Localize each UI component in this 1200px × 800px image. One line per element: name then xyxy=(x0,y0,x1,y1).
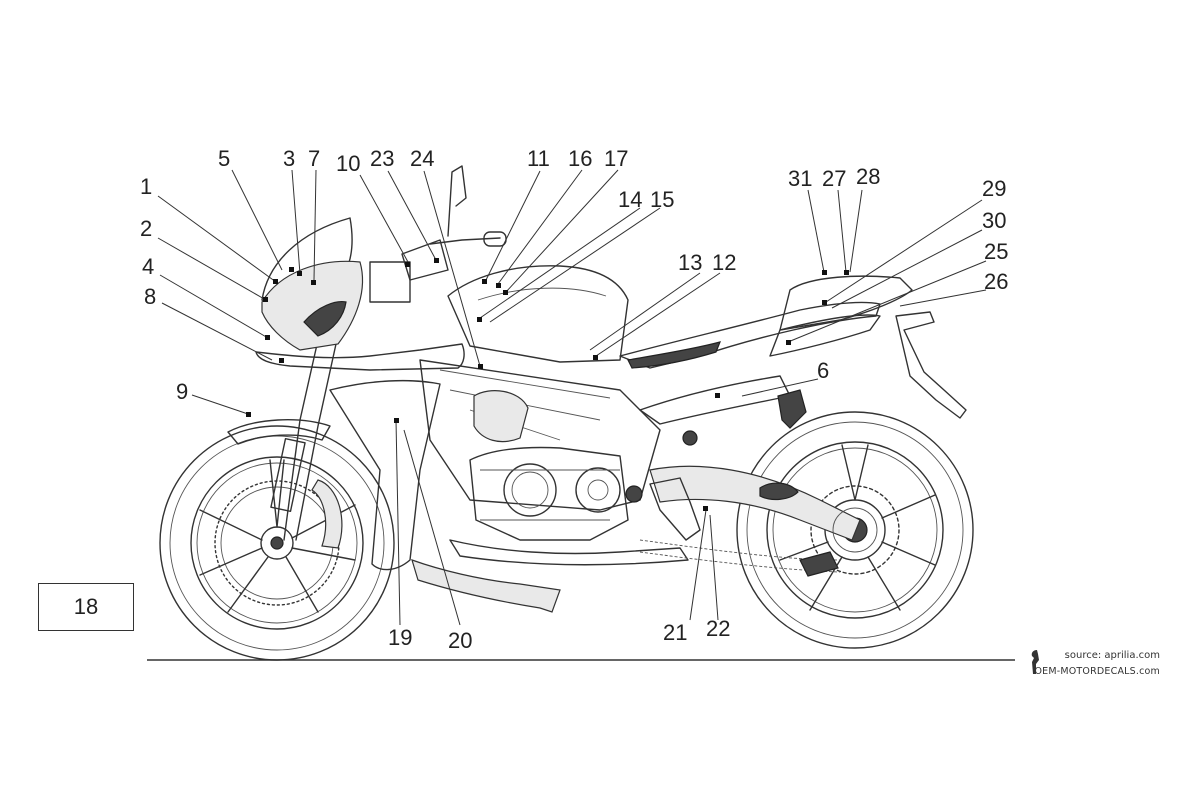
front-fork xyxy=(283,339,337,541)
callout-1: 1 xyxy=(140,174,152,199)
instrument-cluster xyxy=(369,261,411,303)
engine xyxy=(469,446,629,541)
swingarm xyxy=(649,465,861,541)
marker-21-22 xyxy=(703,506,708,511)
callout-2: 2 xyxy=(140,216,152,241)
leader-lines xyxy=(157,169,987,626)
mirror xyxy=(447,165,467,237)
marker-5 xyxy=(289,267,294,272)
callout-4: 4 xyxy=(142,254,154,279)
front-fairing xyxy=(261,260,364,351)
callout-31: 31 xyxy=(788,166,812,191)
license-plate-holder xyxy=(895,311,967,419)
marker-8 xyxy=(279,358,284,363)
footpeg-bracket xyxy=(649,477,701,541)
brake-caliper xyxy=(311,479,343,549)
callout-13: 13 xyxy=(678,250,702,275)
callout-27: 27 xyxy=(822,166,846,191)
callout-23: 23 xyxy=(370,146,394,171)
rear-sprocket xyxy=(832,507,878,553)
marker-7 xyxy=(311,280,316,285)
side-fairing-lower xyxy=(329,379,441,571)
callout-6: 6 xyxy=(817,358,829,383)
callout-5: 5 xyxy=(218,146,230,171)
exhaust xyxy=(449,539,689,566)
marker-2 xyxy=(263,297,268,302)
callout-11: 11 xyxy=(527,146,550,171)
callout-21: 21 xyxy=(663,620,687,645)
callout-15: 15 xyxy=(650,187,674,212)
front-wheel xyxy=(159,425,395,661)
marker-16 xyxy=(496,283,501,288)
callout-24: 24 xyxy=(410,146,434,171)
marker-4 xyxy=(265,335,270,340)
marker-9 xyxy=(246,412,251,417)
callout-14: 14 xyxy=(618,187,642,212)
callout-7: 7 xyxy=(308,146,320,171)
callout-16: 16 xyxy=(568,146,592,171)
callout-30: 30 xyxy=(982,208,1006,233)
seat xyxy=(619,301,881,369)
fuel-tank xyxy=(447,265,629,363)
marker-19 xyxy=(394,418,399,423)
marker-25 xyxy=(786,340,791,345)
marker-29-30 xyxy=(822,300,827,305)
location-markers xyxy=(246,258,849,511)
marker-12-13 xyxy=(593,355,598,360)
headlight xyxy=(303,301,347,337)
callout-29: 29 xyxy=(982,176,1006,201)
marker-10 xyxy=(405,262,410,267)
marker-31 xyxy=(822,270,827,275)
motorcycle-drawing xyxy=(159,165,974,661)
callout-20: 20 xyxy=(448,628,472,653)
callout-10: 10 xyxy=(336,151,360,176)
belly-pan xyxy=(411,559,561,613)
side-fairing-upper xyxy=(255,343,465,371)
frame xyxy=(419,359,661,511)
callout-8: 8 xyxy=(144,284,156,309)
marker-6 xyxy=(715,393,720,398)
callout-22: 22 xyxy=(706,616,730,641)
callout-19: 19 xyxy=(388,625,412,650)
callout-12: 12 xyxy=(712,250,736,275)
marker-27-28 xyxy=(844,270,849,275)
marker-11 xyxy=(482,279,487,284)
tail-side-panel xyxy=(639,375,791,425)
marker-14-15 xyxy=(477,317,482,322)
callout-26: 26 xyxy=(984,269,1008,294)
marker-23 xyxy=(434,258,439,263)
marker-17 xyxy=(503,290,508,295)
credit-site-text: OEM-MOTORDECALS.com xyxy=(1034,666,1160,677)
marker-3 xyxy=(297,271,302,276)
credit-source-text: source: aprilia.com xyxy=(1064,650,1160,661)
callout-9: 9 xyxy=(176,379,188,404)
callout-labels: 1 2 3 4 5 6 7 8 9 10 11 12 13 14 15 16 1… xyxy=(140,146,1008,653)
callout-17: 17 xyxy=(604,146,628,171)
reference-box-label: 18 xyxy=(73,594,99,619)
rearing-horse-logo-icon xyxy=(1031,650,1039,674)
marker-24 xyxy=(478,364,483,369)
source-credit: source: aprilia.com OEM-MOTORDECALS.com xyxy=(1028,648,1168,680)
callout-3: 3 xyxy=(283,146,295,171)
reference-box-18: 18 xyxy=(38,583,134,631)
front-fender xyxy=(227,419,331,445)
handlebar xyxy=(429,237,501,245)
marker-1 xyxy=(273,279,278,284)
drive-chain xyxy=(639,539,841,573)
callout-25: 25 xyxy=(984,239,1008,264)
callout-28: 28 xyxy=(856,164,880,189)
windscreen xyxy=(261,217,353,301)
